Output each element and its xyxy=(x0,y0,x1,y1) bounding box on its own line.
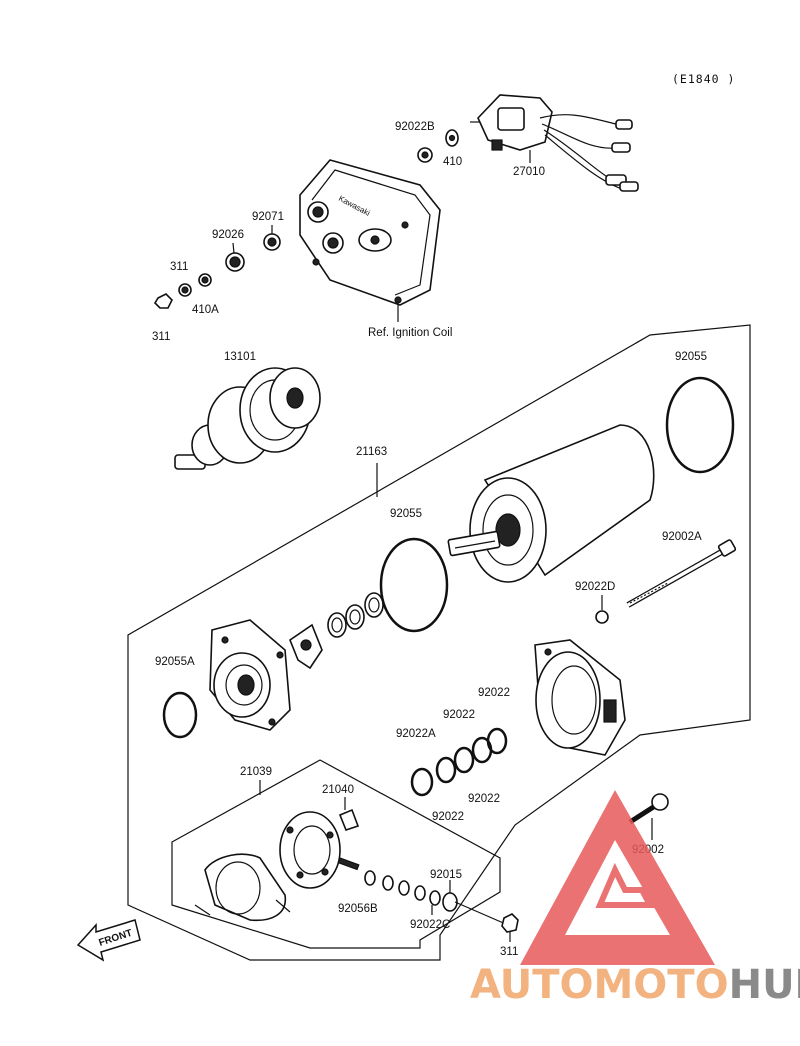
watermark-inner-mark xyxy=(595,862,655,908)
callout-92022D: 92022D xyxy=(575,581,615,593)
callout-92002A: 92002A xyxy=(662,531,702,543)
watermark-logo xyxy=(520,790,715,965)
watermark-triangle xyxy=(520,790,715,965)
watermark-text: AUTOMOTOHUB xyxy=(470,962,800,1008)
starter-clutch-gear xyxy=(174,367,321,470)
callout-92071: 92071 xyxy=(252,211,284,223)
through-bolt-92002A xyxy=(626,539,737,608)
reference-note: Ref. Ignition Coil xyxy=(368,327,452,339)
callout-92015: 92015 xyxy=(430,869,462,881)
callout-92055-top: 92055 xyxy=(675,351,707,363)
washer-stack xyxy=(410,727,508,797)
armature-washers xyxy=(327,592,384,638)
leader-92026 xyxy=(232,242,235,254)
brush-holder-washers xyxy=(364,870,458,912)
leader-311-right xyxy=(454,901,509,926)
callout-92022-b: 92022 xyxy=(443,709,475,721)
callout-311-bottom: 311 xyxy=(152,331,170,343)
nut-311-right xyxy=(501,913,519,933)
brush-spring-21040 xyxy=(338,808,360,831)
starter-relay-solenoid xyxy=(470,94,639,192)
brush-bracket xyxy=(289,623,323,670)
callout-410: 410 xyxy=(443,156,462,168)
callout-21039: 21039 xyxy=(240,766,272,778)
callout-92022-d: 92022 xyxy=(432,811,464,823)
callout-92056B: 92056B xyxy=(338,903,378,915)
watermark-text-part2: HUB xyxy=(729,962,800,1008)
callout-92022C: 92022C xyxy=(410,919,450,931)
callout-92026: 92026 xyxy=(212,229,244,241)
callout-27010: 27010 xyxy=(513,166,545,178)
o-ring-top xyxy=(665,376,735,474)
bolt-92002 xyxy=(628,793,669,825)
watermark-text-part1: AUTOMOTO xyxy=(470,962,729,1008)
starter-assembly-outline xyxy=(127,324,751,961)
diagram-code: (E1840 ) xyxy=(672,72,735,86)
callout-92022-c: 92022 xyxy=(468,793,500,805)
starter-motor-body xyxy=(447,424,655,583)
callout-311-right: 311 xyxy=(500,946,518,958)
callout-410A: 410A xyxy=(192,304,219,316)
front-end-cover xyxy=(209,619,291,731)
ignition-coil-cover: Kawasaki xyxy=(299,159,441,306)
callout-21163: 21163 xyxy=(356,446,387,458)
front-direction-arrow: FRONT xyxy=(76,919,141,962)
callout-92055-mid: 92055 xyxy=(390,508,422,520)
o-ring-mid xyxy=(379,537,449,633)
callout-92022B: 92022B xyxy=(395,121,435,133)
brush-holder-ring xyxy=(194,853,291,922)
callout-92022A: 92022A xyxy=(396,728,436,740)
o-ring-92055A xyxy=(162,691,198,739)
callout-13101: 13101 xyxy=(224,351,256,363)
small-hardware-top xyxy=(153,129,459,309)
callout-92022-a: 92022 xyxy=(478,687,510,699)
callout-21040: 21040 xyxy=(322,784,354,796)
callout-311-top: 311 xyxy=(170,261,188,273)
brush-holder-outline xyxy=(171,759,501,949)
brush-plate xyxy=(279,811,360,889)
callout-92055A: 92055A xyxy=(155,656,195,668)
washer-92022D xyxy=(595,610,609,624)
rear-end-cover xyxy=(534,639,626,756)
